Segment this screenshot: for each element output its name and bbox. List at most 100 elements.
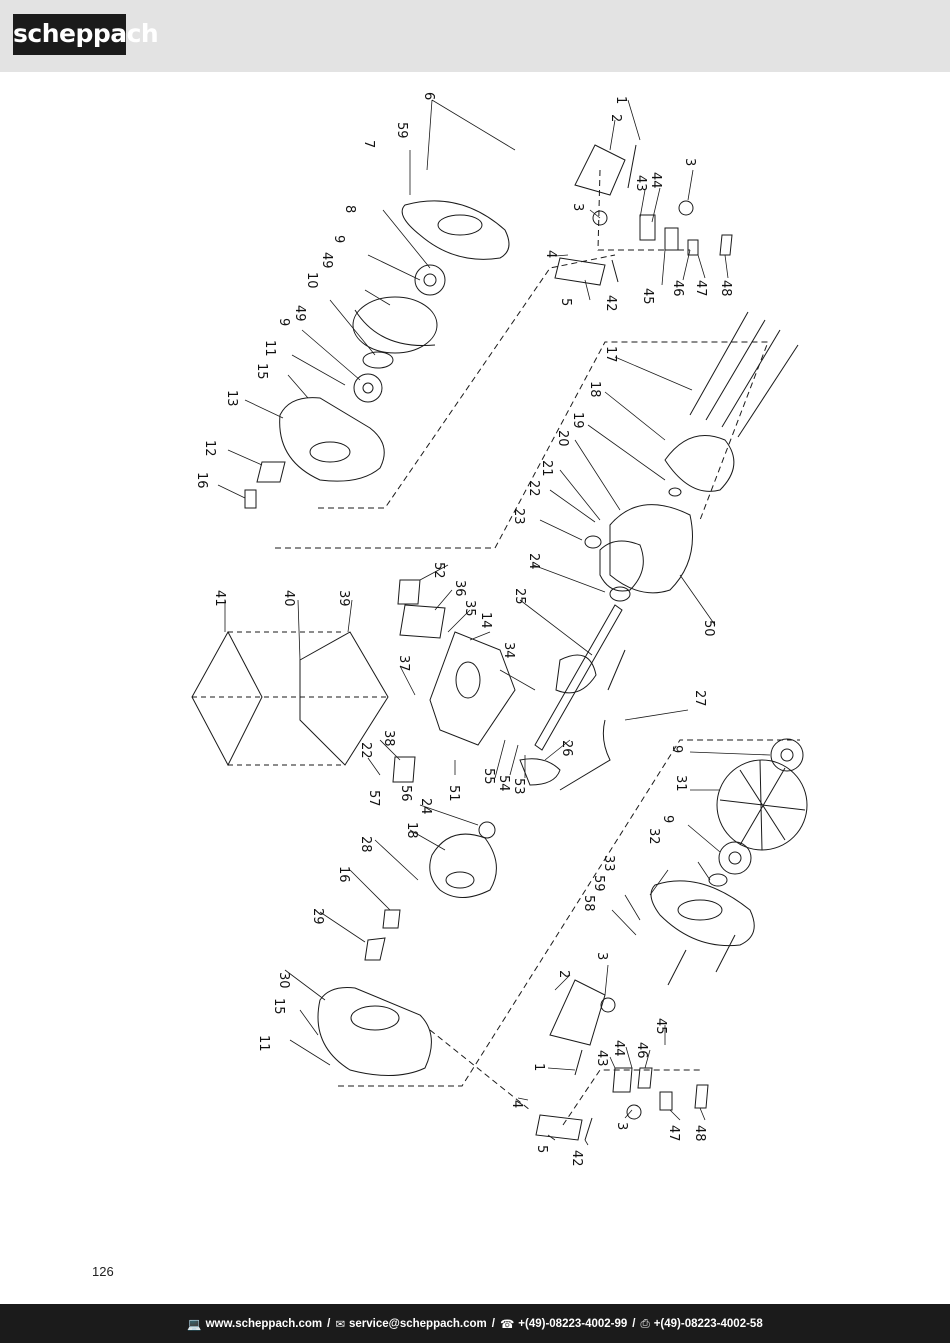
part-label: 40: [281, 590, 296, 607]
part-label: 53: [511, 778, 526, 795]
part-label: 57: [366, 790, 381, 807]
part-label: 35: [462, 600, 477, 617]
part-label: 11: [256, 1035, 271, 1052]
part-label: 39: [336, 590, 351, 607]
part-label: 54: [496, 775, 511, 792]
part-label: 47: [666, 1125, 681, 1142]
part-label: 30: [276, 972, 291, 989]
part-label: 29: [310, 908, 325, 925]
part-label: 27: [692, 690, 707, 707]
part-label: 59: [394, 122, 409, 139]
part-label: 14: [478, 612, 493, 629]
part-label: 1: [613, 96, 628, 104]
part-label: 3: [614, 1122, 629, 1130]
part-label: 12: [202, 440, 217, 457]
part-label: 15: [254, 363, 269, 380]
part-label: 45: [653, 1018, 668, 1035]
part-label: 6: [421, 92, 436, 100]
part-label: 52: [431, 562, 446, 579]
part-label: 9: [331, 235, 346, 243]
part-label: 22: [526, 480, 541, 497]
part-label: 16: [194, 472, 209, 489]
part-label: 24: [526, 553, 541, 570]
page-number: 126: [92, 1264, 114, 1279]
part-label: 21: [539, 460, 554, 477]
fax-number: +(49)-08223-4002-58: [653, 1317, 763, 1330]
part-label: 2: [556, 970, 571, 978]
part-label: 56: [398, 785, 413, 802]
part-label: 38: [381, 730, 396, 747]
part-callouts: 1 2 3 3 4 5 6 59 7 8 9 49 10 49 9 11 15 …: [194, 92, 733, 1167]
part-label: 2: [608, 114, 623, 122]
part-label: 44: [648, 172, 663, 189]
part-label: 5: [534, 1145, 549, 1153]
part-label: 26: [559, 740, 574, 757]
part-label: 22: [358, 742, 373, 759]
part-label: 5: [558, 298, 573, 306]
part-label: 49: [319, 252, 334, 269]
part-label: 41: [212, 590, 227, 607]
footer-separator: /: [632, 1317, 636, 1330]
part-label: 50: [701, 620, 716, 637]
part-label: 18: [587, 381, 602, 398]
part-label: 9: [276, 318, 291, 326]
part-label: 46: [634, 1042, 649, 1059]
part-label: 31: [673, 775, 688, 792]
mail-icon: ✉: [335, 1316, 345, 1331]
part-label: 49: [292, 305, 307, 322]
phone-icon: ☎: [499, 1316, 515, 1331]
part-label: 28: [358, 836, 373, 853]
part-label: 59: [591, 875, 606, 892]
part-label: 46: [670, 280, 685, 297]
part-label: 44: [611, 1040, 626, 1057]
part-label: 24: [418, 798, 433, 815]
part-label: 19: [570, 412, 585, 429]
part-label: 45: [640, 288, 655, 305]
part-label: 48: [692, 1125, 707, 1142]
part-label: 17: [603, 346, 618, 363]
fax-icon: ⎙: [640, 1316, 650, 1330]
part-label: 1: [531, 1063, 546, 1071]
part-label: 15: [271, 998, 286, 1015]
part-label: 11: [262, 340, 277, 357]
part-label: 18: [404, 822, 419, 839]
part-label: 4: [543, 250, 558, 258]
brand-logo: scheppach: [13, 14, 159, 55]
part-label: 9: [669, 745, 684, 753]
page-header: scheppach: [0, 0, 950, 72]
part-label: 9: [660, 815, 675, 823]
computer-icon: 💻: [187, 1316, 202, 1331]
part-label: 51: [446, 785, 461, 802]
part-label: 42: [603, 295, 618, 312]
part-label: 42: [569, 1150, 584, 1167]
part-label: 48: [718, 280, 733, 297]
exploded-parts-diagram: 1 2 3 3 4 5 6 59 7 8 9 49 10 49 9 11 15 …: [191, 92, 808, 1167]
part-label: 55: [481, 768, 496, 785]
part-label: 10: [304, 272, 319, 289]
part-label: 43: [633, 175, 648, 192]
part-label: 3: [682, 158, 697, 166]
part-label: 23: [511, 508, 526, 525]
part-label: 4: [509, 1100, 524, 1108]
part-label: 3: [594, 952, 609, 960]
part-label: 36: [452, 580, 467, 597]
footer-separator: /: [327, 1317, 331, 1330]
part-label: 43: [594, 1050, 609, 1067]
email-link[interactable]: service@scheppach.com: [348, 1317, 487, 1330]
part-label: 33: [601, 855, 616, 872]
part-label: 3: [570, 203, 585, 211]
part-label: 25: [512, 588, 527, 605]
part-label: 20: [555, 430, 570, 447]
part-label: 37: [396, 655, 411, 672]
contact-footer: 💻 www.scheppach.com / ✉ service@scheppac…: [0, 1304, 950, 1343]
part-label: 7: [361, 140, 376, 148]
part-label: 8: [342, 205, 357, 213]
part-label: 34: [501, 642, 516, 659]
part-label: 32: [646, 828, 661, 845]
phone-number: +(49)-08223-4002-99: [518, 1317, 628, 1330]
website-link[interactable]: www.scheppach.com: [205, 1317, 323, 1330]
footer-separator: /: [491, 1317, 495, 1330]
part-label: 47: [693, 280, 708, 297]
part-label: 16: [336, 866, 351, 883]
part-label: 13: [224, 390, 239, 407]
